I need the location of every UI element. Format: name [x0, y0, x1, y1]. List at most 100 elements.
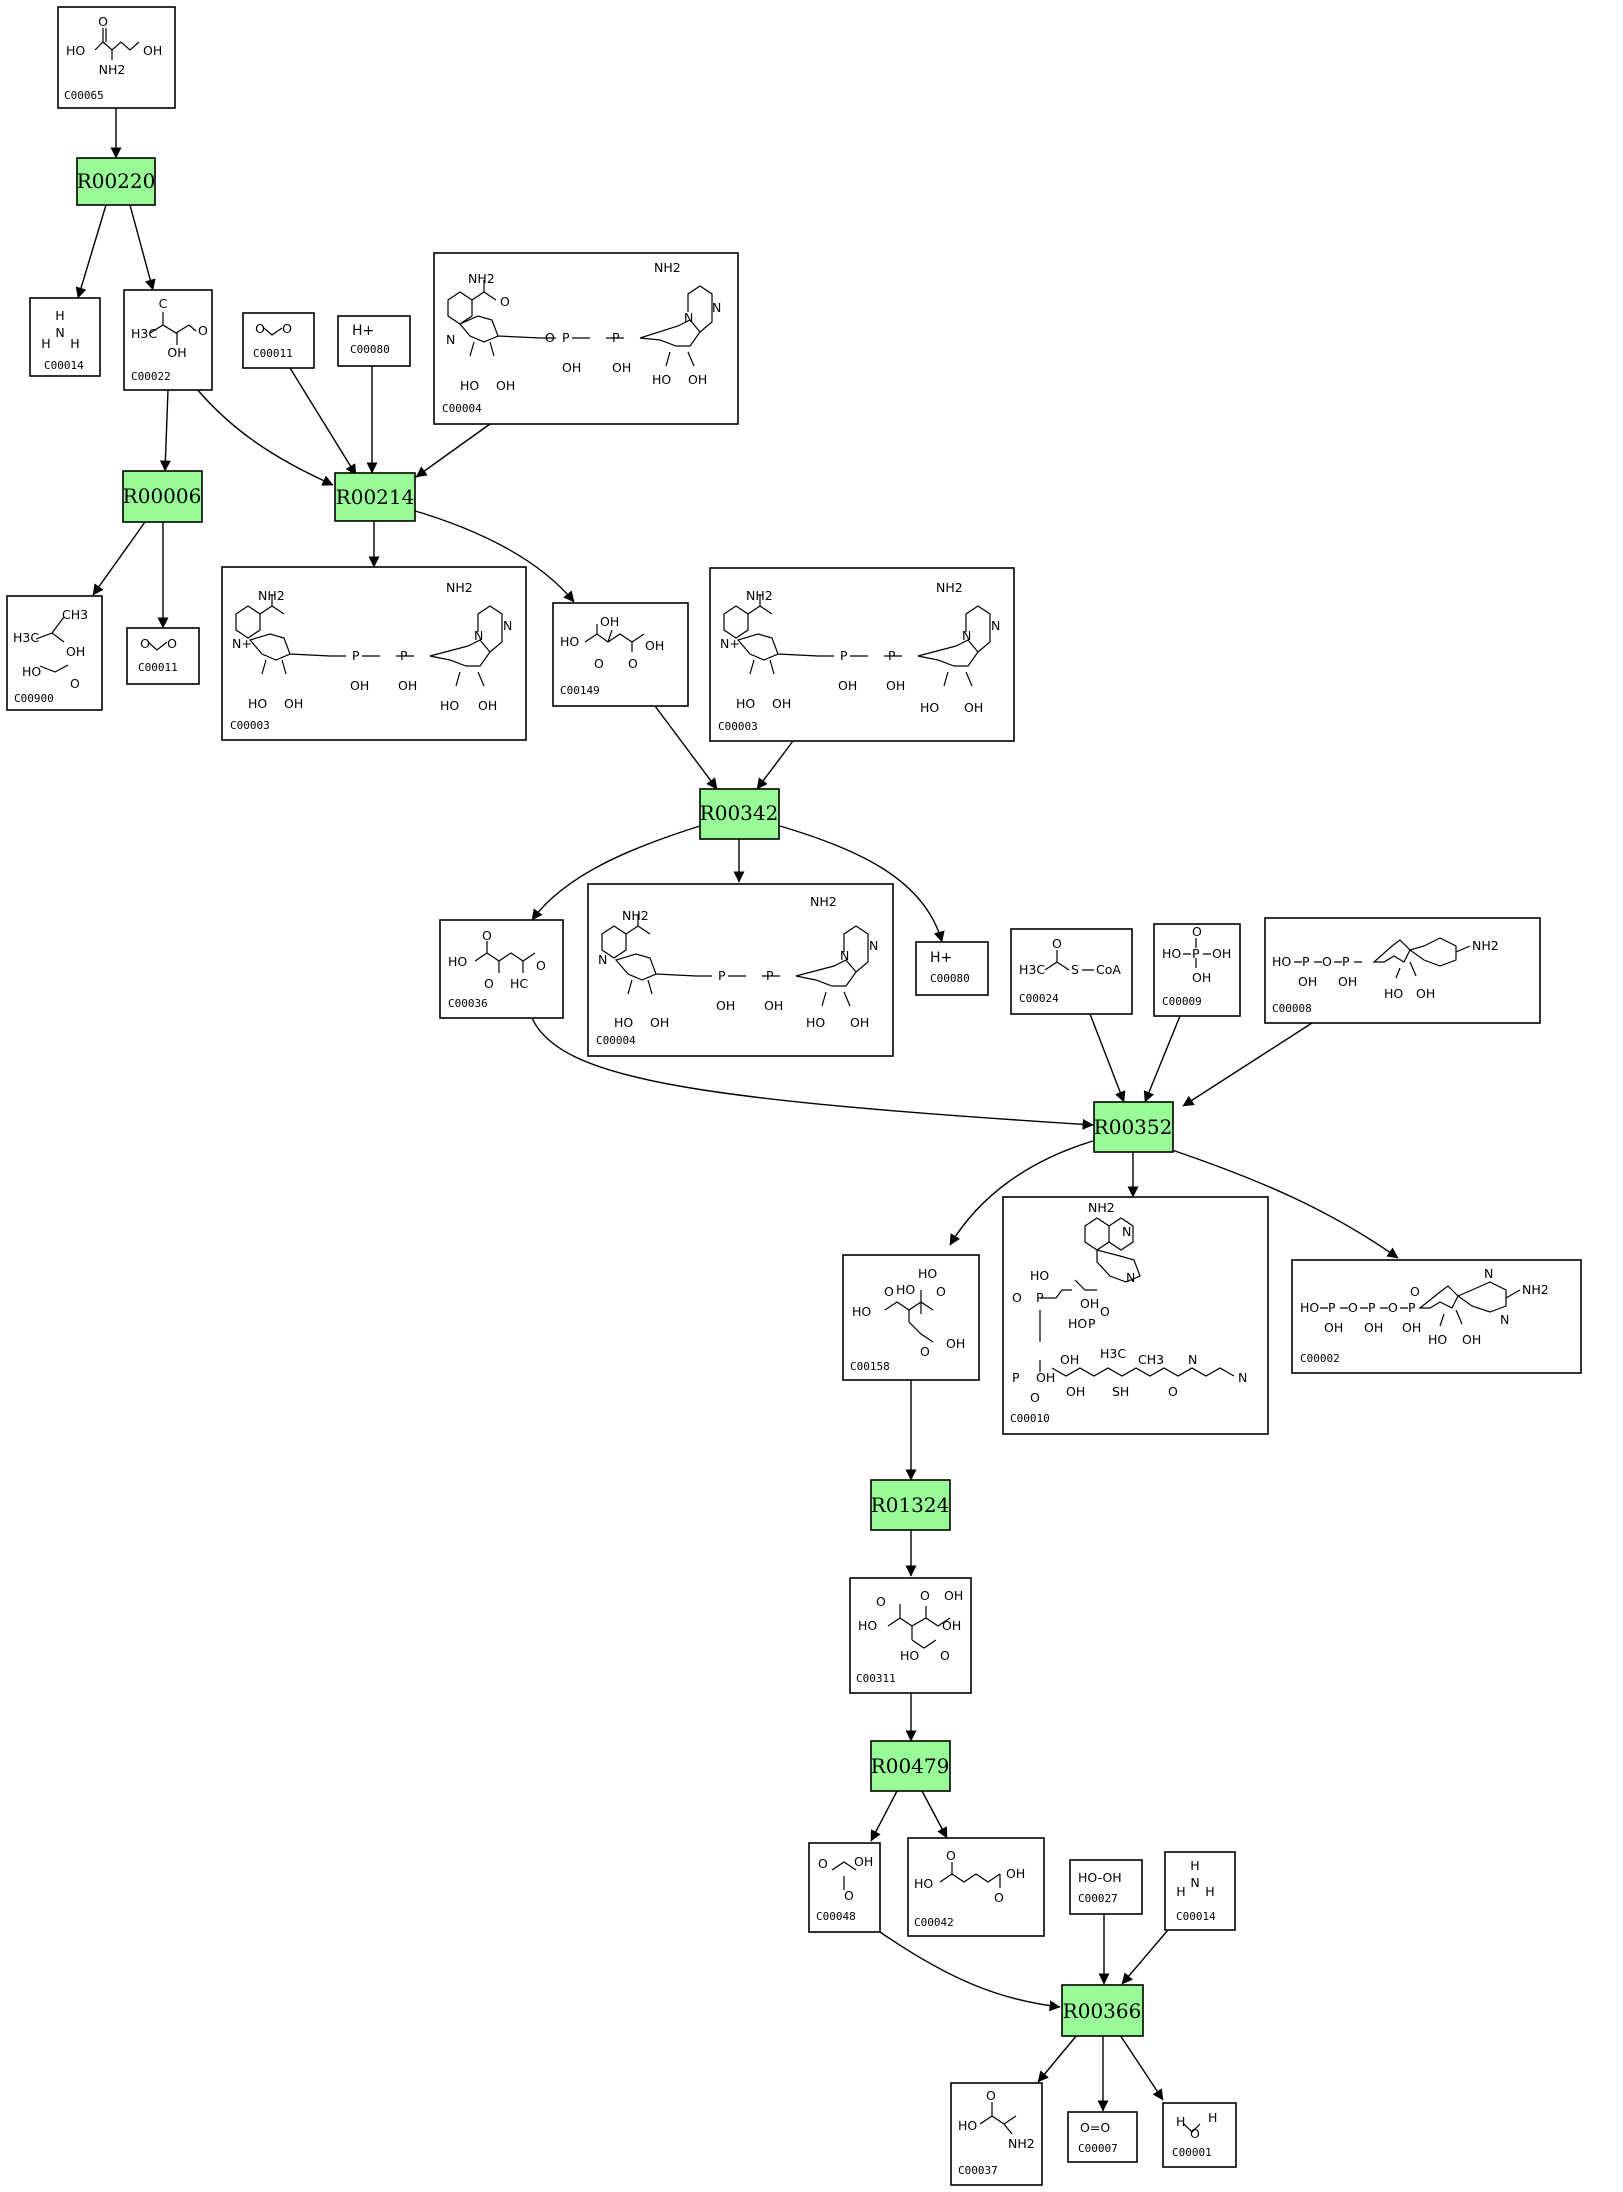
reaction-node-r00214[interactable]: R00214	[334, 472, 416, 522]
svg-text:OH: OH	[612, 360, 631, 375]
compound-node-c00011-b[interactable]: O O C00011	[126, 627, 200, 685]
svg-text:O: O	[140, 636, 150, 651]
compound-node-c00027[interactable]: HO-OH C00027	[1069, 1859, 1143, 1915]
compound-node-c00149[interactable]: HO OH OH O O C00149	[552, 602, 689, 707]
svg-text:HO: HO	[852, 1304, 871, 1319]
compound-node-c00036[interactable]: HO O O O HC C00036	[439, 919, 564, 1019]
svg-text:O: O	[545, 330, 555, 345]
reaction-label: R00352	[1094, 1115, 1173, 1139]
reaction-node-r00006[interactable]: R00006	[122, 470, 203, 523]
svg-text:O: O	[1100, 1304, 1110, 1319]
compound-node-c00010[interactable]: NH2 N N HO P OH HO P O O OH H3C OH CH3 N…	[1002, 1196, 1269, 1435]
compound-node-c00003-a[interactable]: NH2 N+ HO OH P OH P OH NH2 N N HO OH C00…	[221, 566, 527, 741]
compound-node-c00014-a[interactable]: H N H H C00014	[29, 297, 101, 377]
reaction-label: R00214	[336, 485, 415, 509]
svg-text:P: P	[1012, 1370, 1020, 1385]
svg-text:P: P	[352, 648, 360, 663]
compound-node-c00014-b[interactable]: H N H H C00014	[1164, 1851, 1236, 1931]
svg-text:OH: OH	[66, 644, 85, 659]
svg-text:HO: HO	[900, 1648, 919, 1663]
compound-node-c00002[interactable]: HO P O P O P O OH OH OH NH2 N N HO OH C0…	[1291, 1259, 1582, 1374]
svg-text:N: N	[1500, 1312, 1509, 1327]
svg-text:CH3: CH3	[1138, 1352, 1164, 1367]
compound-node-c00022[interactable]: C H3C OH O C00022	[123, 289, 213, 391]
compound-node-c00065[interactable]: HO OH O NH2 C00065	[57, 6, 176, 109]
svg-text:O: O	[1012, 1290, 1022, 1305]
compound-node-c00900[interactable]: CH3 H3C OH HO O C00900	[6, 595, 103, 711]
edge-c00024-r00352	[1089, 1013, 1126, 1103]
svg-text:O: O	[70, 676, 80, 691]
compound-node-c00037[interactable]: HO O NH2 C00037	[950, 2082, 1043, 2186]
svg-text:H: H	[55, 308, 64, 323]
compound-id: C00010	[1010, 1412, 1050, 1425]
compound-node-c00158[interactable]: HO O HO O HO OH O C00158	[842, 1254, 980, 1381]
compound-id: C00002	[1300, 1352, 1340, 1365]
svg-text:OH: OH	[688, 372, 707, 387]
svg-text:NH2: NH2	[468, 271, 495, 286]
reaction-node-r00479[interactable]: R00479	[870, 1740, 951, 1792]
svg-text:NH2: NH2	[1088, 1200, 1115, 1215]
svg-text:OH: OH	[838, 678, 857, 693]
compound-node-c00004-a[interactable]: NH2 O N HO OH O P OH P OH NH2 N N HO OH …	[433, 252, 739, 425]
svg-text:H3C: H3C	[1100, 1346, 1126, 1361]
compound-node-c00080-a[interactable]: H+ C00080	[337, 315, 411, 367]
svg-text:O: O	[282, 321, 292, 336]
reaction-node-r00342[interactable]: R00342	[699, 788, 780, 840]
svg-text:OH: OH	[1192, 970, 1211, 985]
compound-node-c00048[interactable]: O OH O C00048	[808, 1842, 881, 1933]
reaction-node-r00366[interactable]: R00366	[1061, 1984, 1144, 2037]
edge-c00011-r00214	[289, 367, 357, 476]
compound-id: C00149	[560, 684, 600, 697]
compound-node-c00007[interactable]: O=O C00007	[1067, 2111, 1138, 2163]
reaction-node-r00352[interactable]: R00352	[1093, 1101, 1174, 1153]
svg-text:HO: HO	[806, 1015, 825, 1030]
svg-text:P: P	[400, 648, 408, 663]
reaction-node-r00220[interactable]: R00220	[76, 157, 156, 206]
reaction-label: R01324	[871, 1493, 950, 1517]
svg-text:O: O	[1322, 954, 1332, 969]
svg-text:P: P	[1088, 1316, 1096, 1331]
compound-id: C00158	[850, 1360, 890, 1373]
svg-text:O: O	[536, 958, 546, 973]
compound-node-c00042[interactable]: HO O OH O C00042	[907, 1837, 1045, 1937]
compound-id: C00001	[1172, 2146, 1212, 2159]
compound-id: C00007	[1078, 2142, 1118, 2155]
svg-text:H: H	[41, 336, 50, 351]
edge-r00479-c00042	[921, 1790, 948, 1839]
reaction-label: R00342	[700, 801, 779, 825]
svg-text:O: O	[920, 1588, 930, 1603]
reaction-node-r01324[interactable]: R01324	[870, 1479, 951, 1531]
compound-node-c00011-a[interactable]: O O C00011	[242, 312, 315, 369]
compound-id: C00036	[448, 997, 488, 1010]
svg-text:OH: OH	[1298, 974, 1317, 989]
compound-node-c00009[interactable]: HO P OH OH O C00009	[1153, 923, 1241, 1017]
compound-node-c00008[interactable]: HO P O P OH OH NH2 HO OH C00008	[1264, 917, 1541, 1024]
svg-text:N: N	[446, 332, 455, 347]
svg-text:C: C	[159, 296, 168, 311]
compound-id: C00003	[230, 719, 270, 732]
svg-text:O: O	[920, 1344, 930, 1359]
compound-node-c00003-b[interactable]: NH2 N+ HO OH P OH P OH NH2 N N HO OH C00…	[709, 567, 1015, 742]
compound-node-c00004-b[interactable]: NH2 N HO OH P OH P OH NH2 N N HO OH C000…	[587, 883, 894, 1057]
compound-node-c00311[interactable]: HO O OH O OH HO O C00311	[849, 1577, 972, 1694]
svg-text:P: P	[1302, 954, 1310, 969]
compound-node-c00001[interactable]: H O H C00001	[1162, 2102, 1237, 2168]
compound-node-c00024[interactable]: H3C S CoA O C00024	[1010, 928, 1133, 1015]
compound-id: C00011	[138, 661, 178, 674]
svg-text:OH: OH	[1212, 946, 1231, 961]
svg-text:HO: HO	[914, 1876, 933, 1891]
compound-node-c00080-b[interactable]: H+ C00080	[915, 941, 989, 996]
svg-text:N: N	[1238, 1370, 1247, 1385]
compound-id: C00042	[914, 1916, 954, 1929]
svg-text:O: O	[986, 2088, 996, 2103]
compound-id: C00037	[958, 2164, 998, 2177]
edge-r00214-c00149	[411, 509, 575, 603]
svg-text:N+: N+	[232, 636, 252, 651]
svg-text:P: P	[766, 968, 774, 983]
svg-text:HO: HO	[22, 664, 41, 679]
svg-text:NH2: NH2	[258, 588, 285, 603]
reaction-label: R00366	[1063, 1999, 1142, 2023]
svg-text:N: N	[1126, 1270, 1135, 1285]
compound-id: C00004	[442, 402, 482, 415]
